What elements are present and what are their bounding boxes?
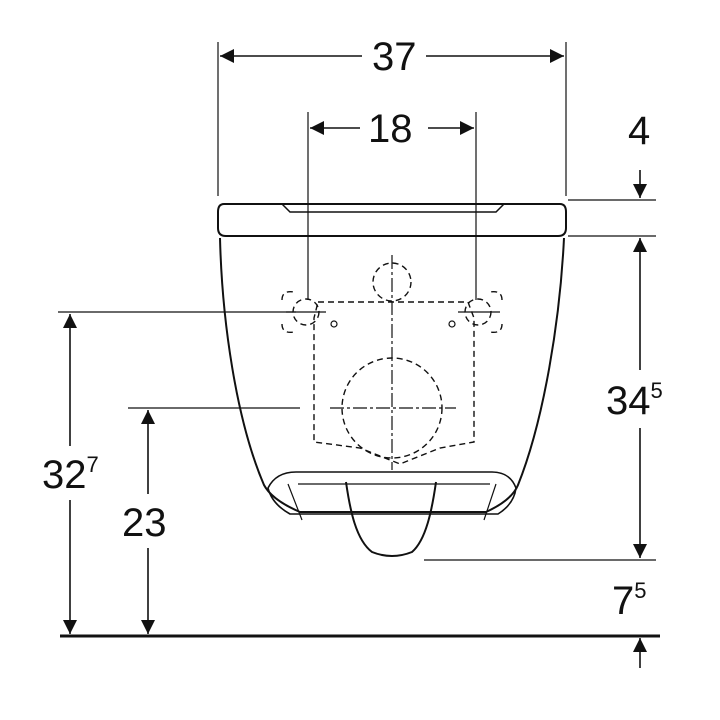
rim-inner	[287, 483, 497, 521]
seat-lid-top-detail	[281, 203, 505, 213]
extension-lines	[58, 42, 656, 561]
outlet-spout	[345, 481, 437, 557]
seat-lid	[217, 203, 567, 237]
dim-total-width: 37	[372, 35, 417, 79]
dimension-lines	[63, 49, 647, 668]
dim-fixing-spacing: 18	[368, 107, 413, 151]
toilet-outline	[217, 203, 567, 557]
dim-fixing-height: 327	[42, 452, 99, 497]
bowl-body	[219, 237, 565, 513]
concealed-connector-outline	[313, 301, 475, 465]
dim-outlet-height: 23	[122, 501, 167, 545]
dim-seat-thickness: 4	[628, 109, 650, 153]
dim-bowl-height: 345	[606, 378, 663, 423]
bowl-rim	[267, 471, 517, 515]
top-inlet-circle	[372, 262, 412, 302]
dim-floor-clearance: 75	[612, 578, 647, 623]
small-fixing-dots	[330, 320, 456, 328]
center-lines	[286, 255, 500, 470]
